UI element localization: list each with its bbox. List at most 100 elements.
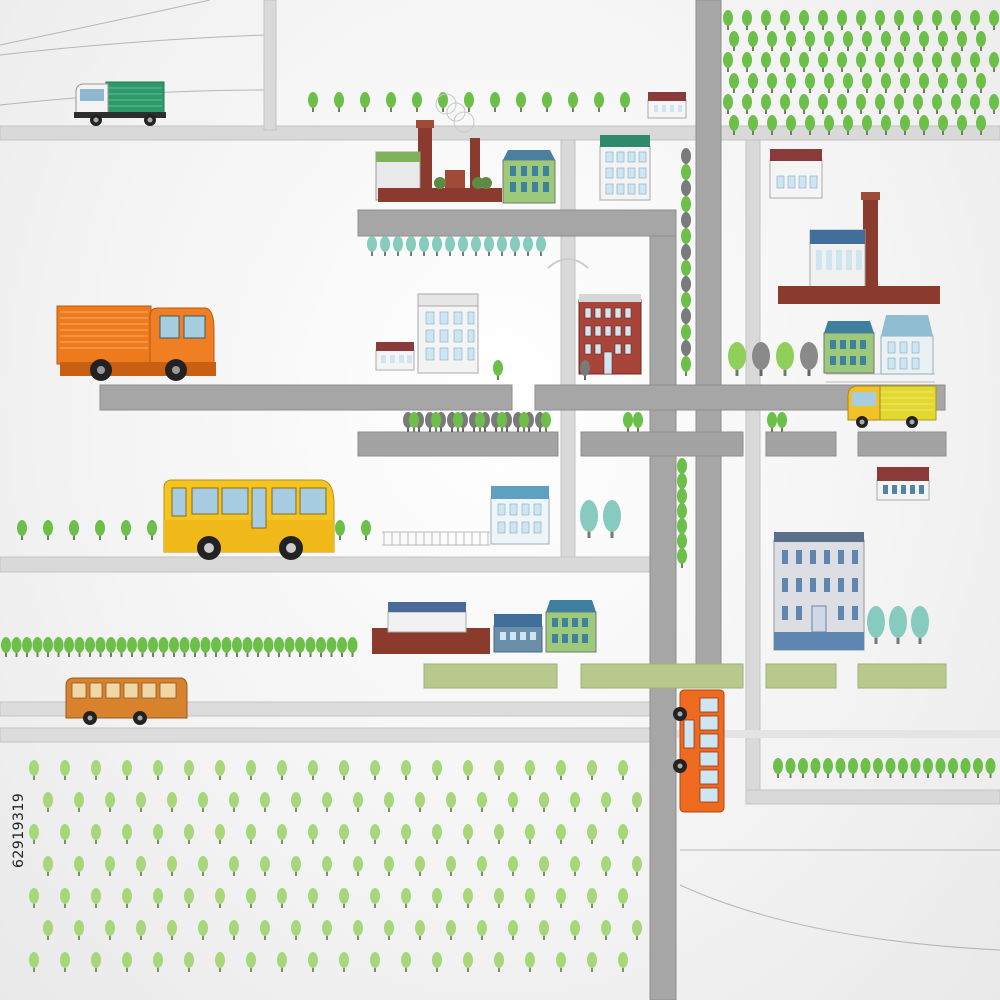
tree-icon (322, 792, 332, 812)
tree-icon (780, 10, 790, 30)
tree-icon (263, 637, 274, 657)
tree-icon (74, 920, 84, 940)
tree-icon (153, 824, 163, 844)
tree-icon (777, 412, 787, 432)
tree-icon (525, 760, 535, 780)
road-west-bar (99, 384, 513, 411)
tree-icon (508, 920, 518, 940)
tree-icon (818, 94, 828, 114)
tree-icon (167, 792, 177, 812)
tree-icon (11, 637, 22, 657)
tree-icon (60, 888, 70, 908)
tree-icon (116, 637, 127, 657)
tree-icon (799, 94, 809, 114)
tree-icon (632, 856, 642, 876)
tree-icon (490, 92, 500, 112)
tree-icon (64, 637, 74, 657)
apartment-block (599, 135, 651, 201)
tree-icon (308, 824, 318, 844)
tree-icon (167, 920, 177, 940)
stock-id-label: 62919319 (11, 792, 27, 868)
tree-icon (308, 952, 318, 972)
tree-icon (587, 824, 597, 844)
road-right-vertical (745, 139, 761, 801)
tree-icon (291, 920, 301, 940)
tree-icon (69, 520, 79, 540)
tree-icon (337, 637, 347, 657)
road-segment-a (357, 431, 559, 457)
delivery-van-yellow[interactable] (847, 385, 937, 428)
power-lines (0, 0, 1000, 951)
tree-icon (458, 236, 468, 256)
tree-icon (594, 92, 604, 112)
tree-icon (497, 412, 507, 432)
tree-icon (334, 92, 344, 112)
tree-icon (875, 10, 885, 30)
tree-icon (767, 31, 777, 51)
tree-icon (29, 952, 39, 972)
tree-icon (618, 824, 628, 844)
tree-icon (497, 236, 507, 256)
tree-icon (401, 824, 411, 844)
tree-icon (989, 52, 999, 72)
tree-icon (570, 792, 580, 812)
tree-icon (860, 758, 871, 778)
tree-icon (198, 792, 208, 812)
tree-icon (260, 856, 270, 876)
tree-icon (601, 856, 611, 876)
tree-icon (767, 412, 777, 432)
factory-icon (375, 93, 502, 202)
tree-icon (464, 92, 474, 112)
small-bus-orange[interactable] (65, 677, 188, 725)
tree-icon (353, 856, 363, 876)
tree-icon (284, 637, 295, 657)
tree-icon (919, 31, 929, 51)
tree-icon (601, 792, 611, 812)
tree-icon (386, 92, 396, 112)
tree-icon (810, 758, 821, 778)
tree-icon (308, 888, 318, 908)
tree-icon (556, 952, 566, 972)
apartment-block (502, 150, 556, 204)
tree-icon (121, 520, 131, 540)
tree-icon (729, 31, 739, 51)
tree-icon (799, 10, 809, 30)
tree-icon (277, 824, 287, 844)
tree-icon (384, 920, 394, 940)
tree-icon (618, 760, 628, 780)
tree-icon (587, 952, 597, 972)
tree-icon (837, 94, 847, 114)
tree-icon (948, 758, 958, 778)
tree-icon (169, 637, 179, 657)
road-middle (0, 556, 651, 573)
tree-icon (742, 94, 752, 114)
delivery-van-green[interactable] (74, 81, 166, 126)
tree-icon (618, 952, 628, 972)
tree-icon (957, 31, 967, 51)
tree-icon (105, 856, 115, 876)
box-truck-orange[interactable] (56, 305, 216, 381)
tree-icon (122, 824, 132, 844)
tree-icon (976, 73, 986, 93)
tree-icon (973, 758, 983, 778)
tree-icon (894, 10, 904, 30)
tree-icon (184, 824, 194, 844)
tree-icon (780, 52, 790, 72)
tree-icon (95, 637, 106, 657)
tree-icon (415, 920, 425, 940)
tree-icon (677, 548, 687, 568)
city-bus-yellow[interactable] (163, 479, 335, 560)
tree-icon (367, 236, 377, 256)
tree-icon (989, 94, 999, 114)
tree-icon (43, 792, 53, 812)
tree-icon (463, 888, 473, 908)
tree-icon (308, 92, 318, 112)
tree-icon (484, 236, 494, 256)
double-decker-bus-orange[interactable] (673, 689, 725, 813)
tree-icon (881, 73, 891, 93)
highway-vertical-1 (695, 0, 722, 666)
tree-icon (633, 412, 643, 432)
tree-icon (432, 824, 442, 844)
tree-icon (53, 637, 64, 657)
tree-icon (229, 792, 239, 812)
